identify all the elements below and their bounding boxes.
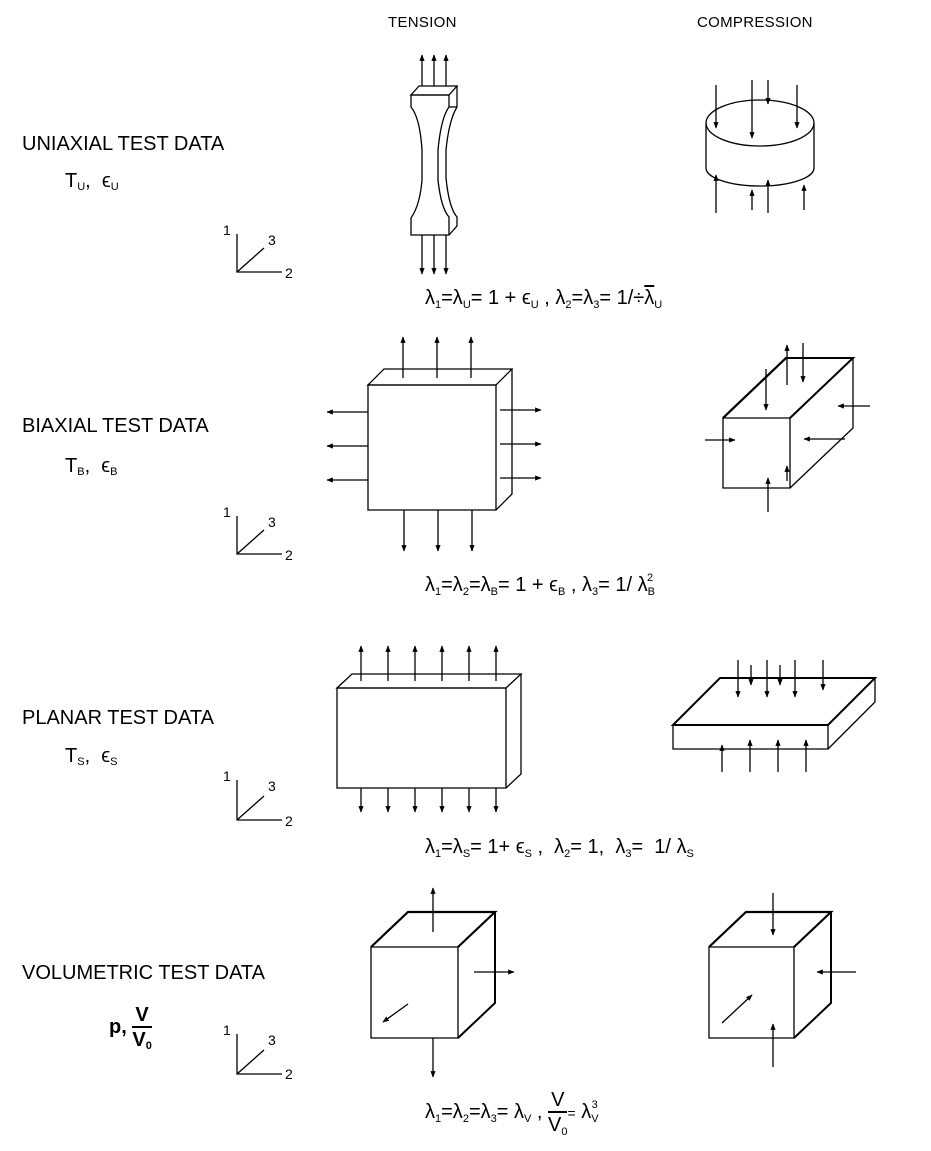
planar-variables: TS, ϵS — [65, 745, 118, 768]
uniaxial-compression-cylinder — [705, 99, 815, 187]
volumetric-title: VOLUMETRIC TEST DATA — [22, 962, 265, 984]
uniaxial-axis-label-3: 3 — [268, 232, 276, 248]
planar-title: PLANAR TEST DATA — [22, 707, 214, 729]
biaxial-compression-arrows — [705, 343, 870, 512]
volumetric-axis-label-3: 3 — [268, 1032, 276, 1048]
volumetric-axis-triad — [236, 1034, 282, 1075]
uniaxial-title: UNIAXIAL TEST DATA — [22, 133, 225, 155]
uniaxial-formula: λ1=λU= 1 + ϵU , λ2=λ3= 1/÷λU — [425, 287, 663, 311]
volumetric-compression-arrows — [721, 893, 856, 1067]
uniaxial-compression-arrows — [713, 80, 807, 213]
biaxial-axis-label-1: 1 — [223, 504, 231, 520]
volumetric-tension-cube — [370, 910, 498, 1039]
planar-axis-label-2: 2 — [285, 813, 293, 829]
uniaxial-tension-arrows — [419, 54, 449, 275]
uniaxial-axis-label-1: 1 — [223, 222, 231, 238]
biaxial-tension-arrows — [326, 336, 542, 552]
planar-axis-label-3: 3 — [268, 778, 276, 794]
volumetric-axis-label-1: 1 — [223, 1022, 231, 1038]
biaxial-title: BIAXIAL TEST DATA — [22, 415, 209, 437]
biaxial-tension-plate — [366, 368, 514, 511]
tension-column-heading: TENSION — [388, 14, 457, 31]
planar-compression-arrows — [719, 660, 826, 772]
biaxial-axis-label-3: 3 — [268, 514, 276, 530]
planar-tension-arrows — [358, 645, 499, 813]
planar-formula: λ1=λS= 1+ ϵS , λ2= 1, λ3= 1/ λS — [425, 836, 694, 860]
biaxial-compression-box — [722, 357, 856, 489]
biaxial-axis-triad — [236, 516, 282, 555]
compression-column-heading: COMPRESSION — [697, 14, 813, 31]
uniaxial-tension-specimen — [409, 85, 459, 236]
uniaxial-axis-triad — [236, 234, 282, 273]
planar-tension-block — [335, 673, 523, 789]
biaxial-formula: λ1=λ2=λB= 1 + ϵB , λ3= 1/ λB2 — [425, 572, 655, 598]
uniaxial-axis-label-2: 2 — [285, 265, 293, 281]
planar-compression-slab — [670, 677, 878, 750]
uniaxial-variables: TU, ϵU — [65, 170, 119, 193]
planar-axis-label-1: 1 — [223, 768, 231, 784]
biaxial-variables: TB, ϵB — [65, 455, 118, 478]
volumetric-tension-arrows — [382, 887, 515, 1078]
volumetric-compression-cube — [708, 910, 834, 1039]
volumetric-axis-label-2: 2 — [285, 1066, 293, 1082]
planar-axis-triad — [236, 780, 282, 821]
biaxial-axis-label-2: 2 — [285, 547, 293, 563]
